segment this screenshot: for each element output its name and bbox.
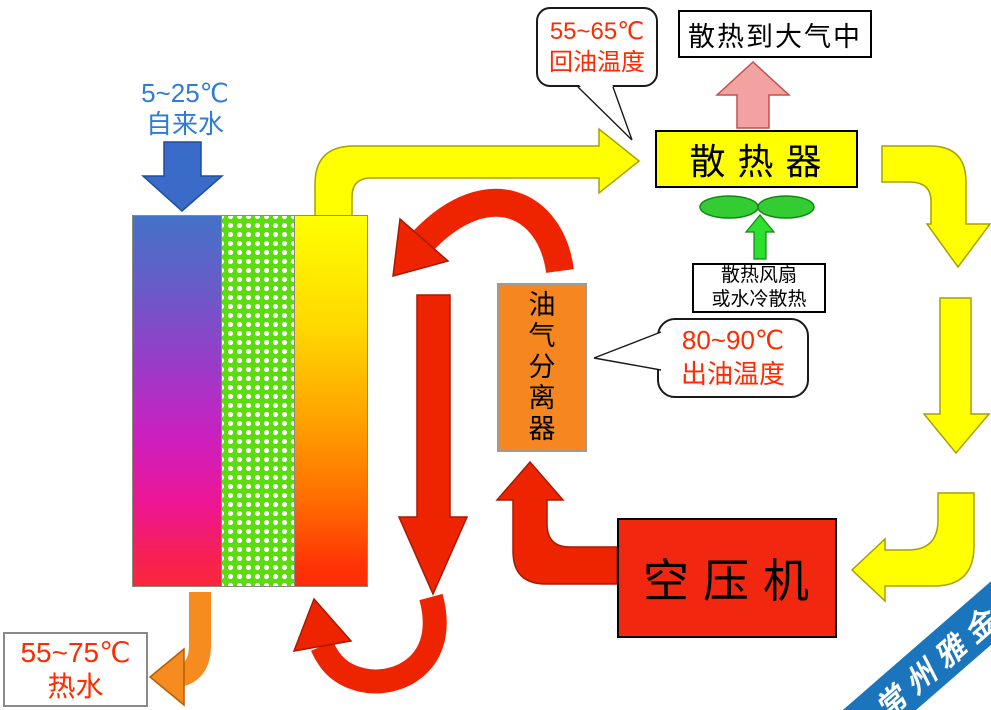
radiator-text: 散热器 bbox=[689, 141, 834, 182]
tap-water-label: 5~25℃ 自来水 bbox=[118, 78, 252, 140]
tap-water-name: 自来水 bbox=[145, 109, 224, 140]
yellow-elbow-right-down-arrow bbox=[881, 145, 991, 269]
air-compressor-box: 空压机 bbox=[617, 518, 837, 638]
fan-blade-left bbox=[699, 195, 759, 219]
yellow-straight-down-arrow bbox=[922, 297, 991, 455]
atmosphere-text: 散热到大气中 bbox=[688, 21, 862, 52]
fan-blade-right bbox=[757, 195, 815, 219]
yellow-elbow-to-radiator-arrow bbox=[314, 127, 641, 217]
heat-exchanger bbox=[132, 215, 368, 587]
hot-water-box: 55~75℃ 热水 bbox=[3, 632, 148, 707]
hot-water-arrowhead bbox=[148, 647, 185, 707]
outlet-oil-callout: 80~90℃ 出油温度 bbox=[657, 318, 809, 398]
separator-char: 器 bbox=[528, 414, 556, 444]
atmosphere-box: 散热到大气中 bbox=[678, 10, 872, 58]
red-elbow-to-separator-arrow bbox=[495, 460, 618, 585]
red-swoosh-arrowhead bbox=[292, 597, 353, 652]
hot-water-name: 热水 bbox=[47, 670, 104, 702]
return-oil-callout: 55~65℃ 回油温度 bbox=[536, 7, 658, 87]
red-arch-arrow-band bbox=[413, 188, 574, 274]
separator-char: 离 bbox=[528, 383, 556, 413]
oil-gas-separator-box: 油 气 分 离 器 bbox=[497, 283, 587, 452]
fan-label-line1: 散热风扇 bbox=[720, 265, 797, 287]
yellow-elbow-to-compressor-arrow bbox=[850, 492, 975, 603]
atmosphere-up-arrow bbox=[715, 60, 791, 129]
fan-label-box: 散热风扇 或水冷散热 bbox=[692, 263, 826, 313]
separator-char: 分 bbox=[528, 352, 556, 382]
heat-exchanger-oil-column bbox=[295, 216, 367, 586]
red-arch-arrowhead bbox=[392, 217, 450, 278]
heat-exchanger-water-column bbox=[133, 216, 222, 586]
return-oil-name: 回油温度 bbox=[549, 49, 645, 76]
outlet-oil-name: 出油温度 bbox=[680, 359, 785, 389]
tap-water-down-arrow bbox=[141, 141, 224, 213]
separator-char: 油 bbox=[528, 290, 556, 320]
red-swoosh-arrow-band bbox=[311, 593, 447, 694]
heat-exchanger-core-column bbox=[222, 216, 295, 586]
hot-water-temp: 55~75℃ bbox=[20, 636, 131, 668]
radiator-box: 散热器 bbox=[655, 130, 858, 188]
outlet-oil-temp: 80~90℃ bbox=[681, 325, 785, 356]
fan-label-line2: 或水冷散热 bbox=[711, 289, 807, 310]
fan-up-arrow bbox=[744, 214, 776, 260]
tap-water-temp: 5~25℃ bbox=[141, 78, 229, 108]
red-straight-down-arrow bbox=[397, 294, 469, 596]
separator-char: 气 bbox=[528, 321, 556, 351]
air-compressor-text: 空压机 bbox=[643, 555, 823, 607]
return-oil-temp: 55~65℃ bbox=[549, 17, 645, 45]
